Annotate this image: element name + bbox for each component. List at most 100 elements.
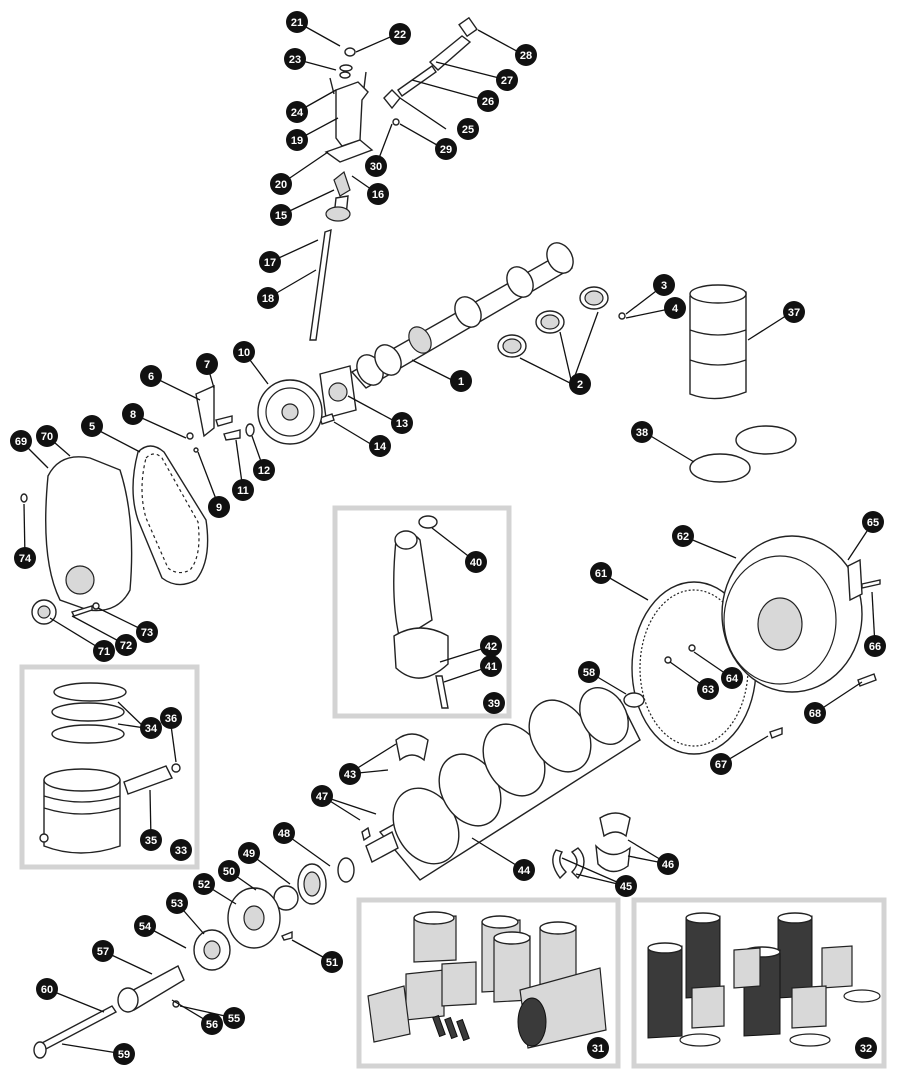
callout-badge-71: 71 bbox=[93, 640, 115, 662]
callout-number: 67 bbox=[715, 759, 727, 771]
callout-badge-40: 40 bbox=[465, 551, 487, 573]
callout-number: 68 bbox=[809, 708, 821, 720]
callout-badge-10: 10 bbox=[233, 341, 255, 363]
kit-32-pistons-liners bbox=[647, 912, 881, 1047]
callout-badge-16: 16 bbox=[367, 183, 389, 205]
callout-number: 4 bbox=[672, 303, 679, 315]
callout-badge-33: 33 bbox=[170, 839, 192, 861]
callout-badge-50: 50 bbox=[218, 860, 240, 882]
callout-number: 48 bbox=[278, 828, 290, 840]
callout-badge-19: 19 bbox=[286, 129, 308, 151]
callout-badge-60: 60 bbox=[36, 978, 58, 1000]
callout-number: 69 bbox=[15, 436, 27, 448]
connecting-rod bbox=[393, 515, 449, 709]
callout-number: 23 bbox=[289, 54, 301, 66]
callout-badge-6: 6 bbox=[140, 365, 162, 387]
callout-number: 46 bbox=[662, 859, 674, 871]
callout-badge-68: 68 bbox=[804, 702, 826, 724]
callout-number: 6 bbox=[148, 371, 154, 383]
callout-number: 39 bbox=[488, 698, 500, 710]
callout-badge-56: 56 bbox=[201, 1013, 223, 1035]
callout-number: 12 bbox=[258, 465, 270, 477]
callout-number: 15 bbox=[275, 210, 287, 222]
callout-number: 14 bbox=[374, 441, 387, 453]
callout-number: 58 bbox=[583, 667, 595, 679]
callout-badge-27: 27 bbox=[496, 69, 518, 91]
callout-number: 3 bbox=[661, 280, 667, 292]
callout-badge-15: 15 bbox=[270, 204, 292, 226]
callout-badge-24: 24 bbox=[286, 101, 308, 123]
callout-number: 53 bbox=[171, 898, 183, 910]
callout-badge-59: 59 bbox=[113, 1043, 135, 1065]
kit-31-pistons-liners bbox=[367, 911, 607, 1049]
callout-badge-37: 37 bbox=[783, 301, 805, 323]
callout-badge-11: 11 bbox=[232, 479, 254, 501]
callout-number: 65 bbox=[867, 517, 879, 529]
callout-number: 45 bbox=[620, 881, 632, 893]
callout-badge-53: 53 bbox=[166, 892, 188, 914]
callout-badge-35: 35 bbox=[140, 829, 162, 851]
callout-number: 52 bbox=[198, 879, 210, 891]
callout-badge-36: 36 bbox=[160, 707, 182, 729]
callout-number: 61 bbox=[595, 568, 607, 580]
callout-badge-51: 51 bbox=[321, 951, 343, 973]
callout-number: 32 bbox=[860, 1043, 872, 1055]
camshaft-thrust-plate bbox=[319, 365, 357, 425]
callout-number: 62 bbox=[677, 531, 689, 543]
callout-badge-25: 25 bbox=[457, 118, 479, 140]
callout-badge-3: 3 bbox=[653, 274, 675, 296]
callout-number: 25 bbox=[462, 124, 474, 136]
callout-badge-22: 22 bbox=[389, 23, 411, 45]
chain-tensioner-parts bbox=[186, 384, 255, 453]
callout-badge-69: 69 bbox=[10, 430, 32, 452]
callout-badge-14: 14 bbox=[369, 435, 391, 457]
callout-number: 31 bbox=[592, 1043, 604, 1055]
callout-badge-74: 74 bbox=[14, 547, 36, 569]
callout-badge-5: 5 bbox=[81, 415, 103, 437]
callout-number: 35 bbox=[145, 835, 157, 847]
callout-badge-70: 70 bbox=[36, 425, 58, 447]
callout-badge-2: 2 bbox=[569, 373, 591, 395]
callout-number: 60 bbox=[41, 984, 53, 996]
callout-badge-72: 72 bbox=[115, 634, 137, 656]
callout-badge-8: 8 bbox=[122, 403, 144, 425]
callout-badge-26: 26 bbox=[477, 90, 499, 112]
callout-badge-12: 12 bbox=[253, 459, 275, 481]
callout-badge-43: 43 bbox=[339, 763, 361, 785]
callout-number: 57 bbox=[97, 946, 109, 958]
callout-number: 74 bbox=[19, 553, 32, 565]
callout-badge-9: 9 bbox=[208, 496, 230, 518]
callout-number: 24 bbox=[291, 107, 304, 119]
callout-number: 63 bbox=[702, 684, 714, 696]
callout-number: 70 bbox=[41, 431, 53, 443]
callout-number: 18 bbox=[262, 293, 274, 305]
crank-pulley-assembly bbox=[33, 857, 355, 1059]
callout-badge-52: 52 bbox=[193, 873, 215, 895]
callout-number: 34 bbox=[145, 723, 158, 735]
callout-number: 42 bbox=[485, 641, 497, 653]
callout-badge-48: 48 bbox=[273, 822, 295, 844]
callout-number: 17 bbox=[264, 257, 276, 269]
callout-badge-47: 47 bbox=[311, 785, 333, 807]
callout-number: 13 bbox=[396, 418, 408, 430]
callout-badge-41: 41 bbox=[480, 655, 502, 677]
crankshaft bbox=[365, 687, 641, 881]
callout-number: 22 bbox=[394, 29, 406, 41]
callout-number: 26 bbox=[482, 96, 494, 108]
callout-number: 38 bbox=[636, 427, 648, 439]
inset-frame-kit-31 bbox=[356, 897, 621, 1069]
callout-number: 16 bbox=[372, 189, 384, 201]
callout-number: 41 bbox=[485, 661, 497, 673]
callout-badge-18: 18 bbox=[257, 287, 279, 309]
callout-number: 30 bbox=[370, 161, 382, 173]
callout-number: 49 bbox=[243, 848, 255, 860]
callout-number: 8 bbox=[130, 409, 136, 421]
callout-badge-31: 31 bbox=[587, 1037, 609, 1059]
callout-badge-23: 23 bbox=[284, 48, 306, 70]
callout-badge-28: 28 bbox=[515, 44, 537, 66]
camshaft-sprocket bbox=[257, 379, 323, 445]
cylinder-liner bbox=[689, 284, 747, 400]
camshaft bbox=[350, 242, 574, 389]
callout-badge-61: 61 bbox=[590, 562, 612, 584]
timing-cover-seal bbox=[31, 599, 100, 625]
